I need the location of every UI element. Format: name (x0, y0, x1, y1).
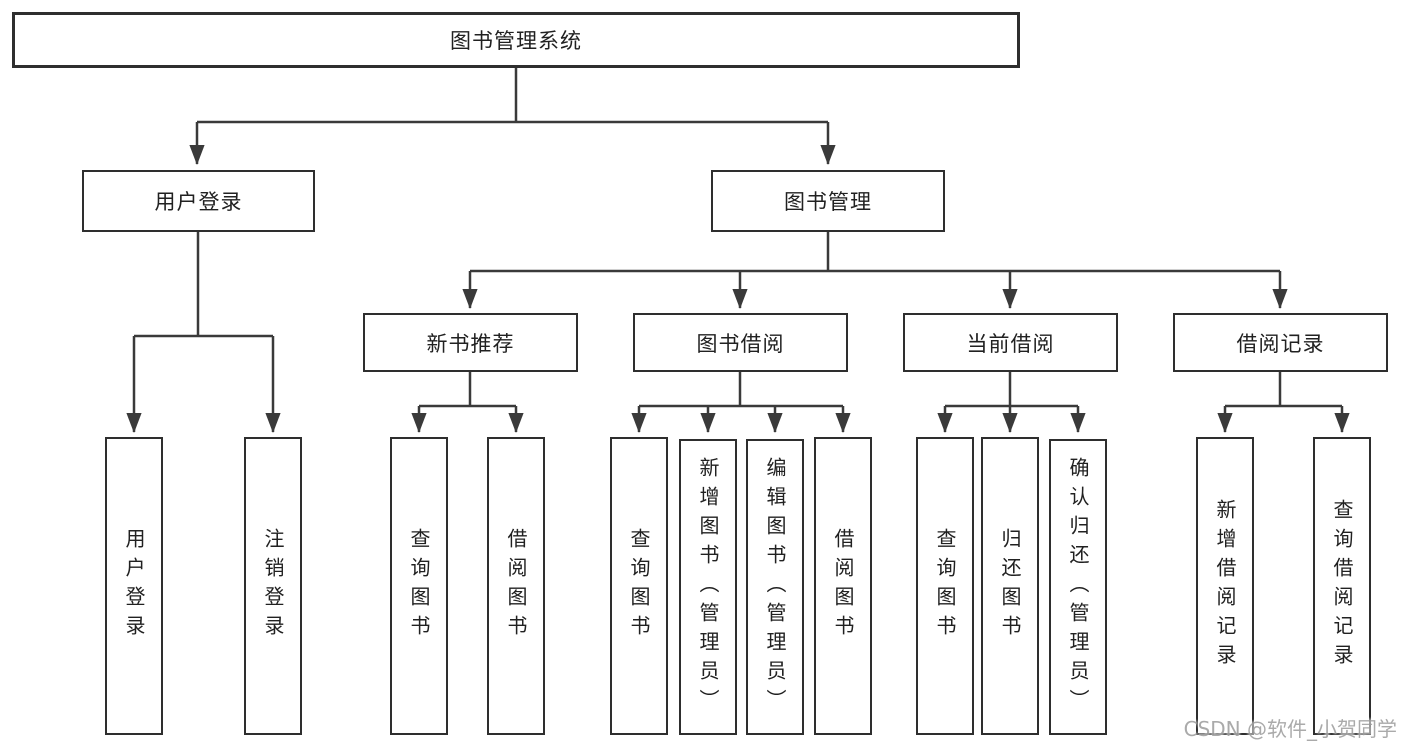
node-leaf-edit-books-admin: 编辑图书（管理员） (746, 439, 804, 735)
connector-recommend-rail (419, 372, 516, 408)
node-leaf-return-books: 归还图书 (981, 437, 1039, 735)
csdn-watermark: CSDN @软件_小贺同学 (1183, 717, 1397, 741)
connector-login-rail (134, 232, 273, 338)
node-leaf-confirm-return-admin: 确认归还（管理员） (1049, 439, 1107, 735)
node-leaf-user-login: 用户登录 (105, 437, 163, 735)
node-leaf-query-borrow-record: 查询借阅记录 (1313, 437, 1371, 735)
node-leaf-logout: 注销登录 (244, 437, 302, 735)
leaf-label: 借阅图书 (504, 528, 528, 644)
leaf-label: 借阅图书 (831, 528, 855, 644)
node-leaf-query-books: 查询图书 (916, 437, 974, 735)
node-leaf-query-books: 查询图书 (390, 437, 448, 735)
node-leaf-borrow-books: 借阅图书 (487, 437, 545, 735)
leaf-label: 归还图书 (998, 528, 1022, 644)
connector-root-rail (197, 68, 828, 124)
leaf-label: 新增图书（管理员） (696, 456, 720, 718)
node-leaf-add-books-admin: 新增图书（管理员） (679, 439, 737, 735)
node-user-login: 用户登录 (82, 170, 315, 232)
node-new-book-recommend: 新书推荐 (363, 313, 578, 372)
connector-borrow-rail (639, 372, 843, 408)
leaf-label: 查询图书 (407, 528, 431, 644)
connector-current-rail (945, 372, 1078, 408)
node-current-borrow: 当前借阅 (903, 313, 1118, 372)
connector-records-rail (1225, 372, 1342, 408)
node-borrow-records: 借阅记录 (1173, 313, 1388, 372)
node-leaf-add-borrow-record: 新增借阅记录 (1196, 437, 1254, 735)
leaf-label: 确认归还（管理员） (1066, 456, 1090, 718)
leaf-label: 注销登录 (261, 528, 285, 644)
leaf-label: 编辑图书（管理员） (763, 456, 787, 718)
leaf-label: 新增借阅记录 (1213, 499, 1237, 673)
leaf-label: 查询图书 (627, 528, 651, 644)
node-book-borrow: 图书借阅 (633, 313, 848, 372)
node-book-management: 图书管理 (711, 170, 945, 232)
node-leaf-borrow-books: 借阅图书 (814, 437, 872, 735)
node-leaf-query-books: 查询图书 (610, 437, 668, 735)
node-library-management-system: 图书管理系统 (12, 12, 1020, 68)
leaf-label: 用户登录 (122, 528, 146, 644)
leaf-label: 查询图书 (933, 528, 957, 644)
connector-management-rail (470, 232, 1280, 273)
leaf-label: 查询借阅记录 (1330, 499, 1354, 673)
